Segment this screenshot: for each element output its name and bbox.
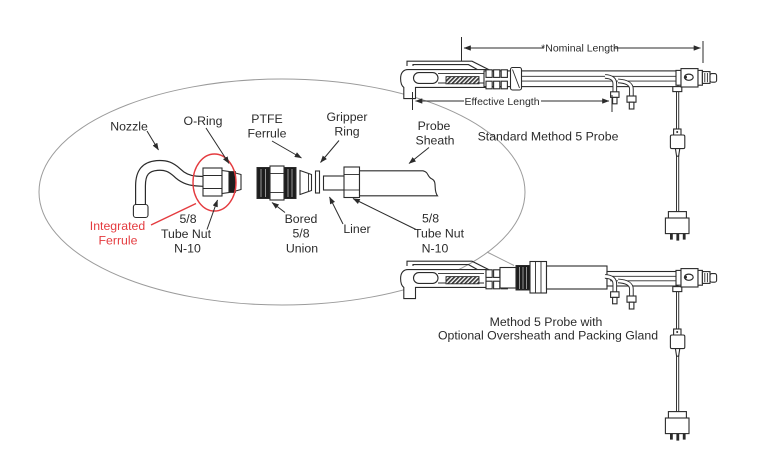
bored-union-label-line3: Union	[286, 242, 318, 256]
tube-nut-right-label-line2: Tube Nut	[414, 227, 465, 241]
integrated-ferrule-highlight-circle	[192, 153, 237, 212]
tube-nut-right-label-line1: 5/8	[422, 212, 439, 226]
packing-gland	[515, 265, 531, 291]
standard-method5-probe	[400, 60, 717, 240]
probe-sheath-label-line1: Probe	[418, 119, 451, 133]
oversheath-method5-probe	[400, 260, 717, 440]
tube-nut-left-label-line3: N-10	[174, 242, 201, 256]
inner-tube	[499, 266, 517, 289]
integrated-ferrule-label-line1: Integrated	[90, 219, 146, 233]
nominal-length-dimension: *Nominal Length	[541, 43, 619, 55]
exploded-parts	[132, 153, 439, 219]
oversheath-probe-caption-line1: Method 5 Probe with	[490, 315, 603, 329]
dimension-lines: *Nominal Length Effective Length	[412, 37, 704, 112]
tube-nut-right-label-line3: N-10	[422, 242, 449, 256]
liner-label: Liner	[343, 222, 370, 236]
ptfe-ferrule-part	[299, 169, 313, 196]
captions: Standard Method 5 Probe Method 5 Probe w…	[438, 130, 658, 343]
gripper-ring-label-line1: Gripper	[326, 110, 367, 124]
tube-nut-left-part	[202, 167, 242, 197]
ptfe-ferrule-label-line1: PTFE	[251, 112, 282, 126]
integrated-ferrule-leader	[150, 202, 197, 226]
tube-nut-left-label-line1: 5/8	[179, 212, 196, 226]
sheath-clamp	[509, 66, 523, 91]
nozzle-part	[132, 159, 204, 219]
nozzle-label: Nozzle	[110, 120, 148, 134]
o-ring-label: O-Ring	[184, 114, 223, 128]
liner-part	[322, 175, 346, 191]
ptfe-ferrule-label-line2: Ferrule	[248, 127, 287, 141]
integrated-ferrule-label-line2: Ferrule	[99, 234, 138, 248]
tube-nut-right-part	[343, 166, 361, 199]
part-labels: Nozzle O-Ring PTFE Ferrule Gripper Ring …	[90, 110, 465, 256]
label-leaders	[146, 127, 430, 230]
bored-union-part	[256, 165, 297, 201]
standard-probe-caption: Standard Method 5 Probe	[478, 130, 619, 144]
detail-balloon	[38, 78, 526, 306]
gland-hex-nut	[529, 260, 548, 294]
probe-sheath-label-line2: Sheath	[416, 134, 455, 148]
gripper-ring-part	[314, 170, 321, 194]
gripper-ring-label-line2: Ring	[334, 125, 359, 139]
bored-union-label-line1: Bored	[285, 212, 318, 226]
probe-sheath-part	[358, 170, 439, 197]
oversheath-probe-caption-line2: Optional Oversheath and Packing Gland	[438, 329, 658, 343]
oversheath-tube	[545, 265, 608, 290]
bored-union-label-line2: 5/8	[292, 227, 309, 241]
effective-length-dimension: Effective Length	[464, 96, 539, 108]
balloon-reference-line	[486, 251, 515, 266]
tube-nut-left-label-line2: Tube Nut	[161, 227, 212, 241]
